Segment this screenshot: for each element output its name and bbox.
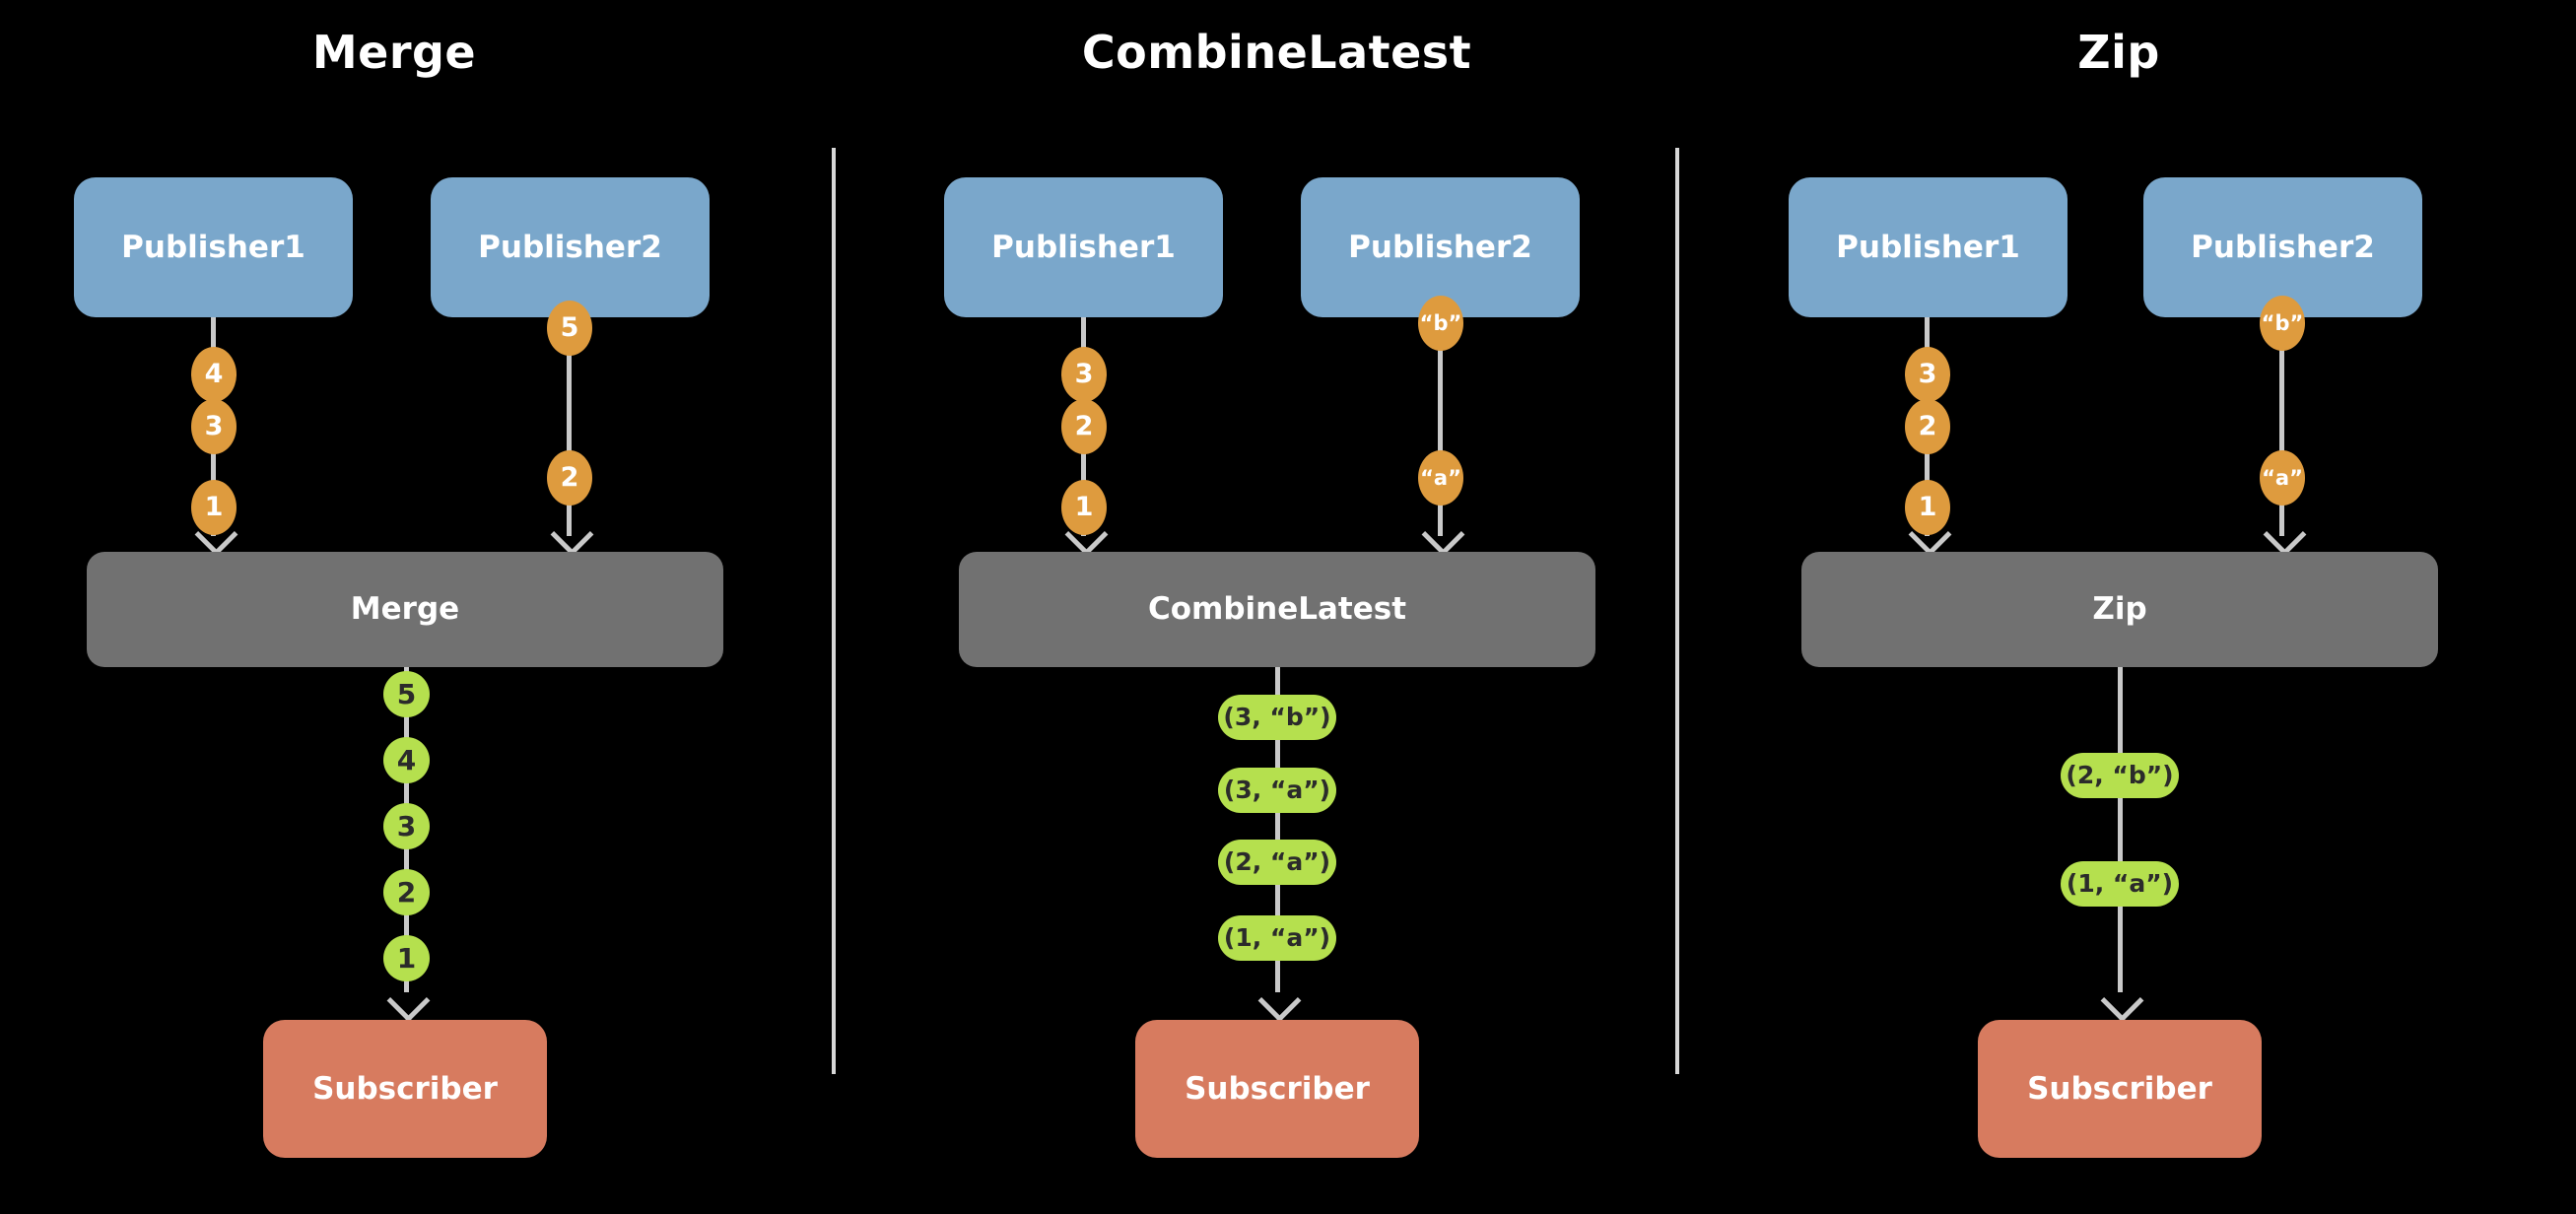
- stream-line: [567, 317, 572, 536]
- publisher2-box: Publisher2: [1301, 177, 1580, 317]
- event-token: 1: [191, 480, 237, 535]
- event-token: 2: [1061, 399, 1107, 454]
- subscriber-box: Subscriber: [1135, 1020, 1419, 1158]
- operator-box: Merge: [87, 552, 723, 667]
- arrowhead-icon: [550, 512, 594, 557]
- panel-title: Merge: [311, 26, 477, 79]
- arrowhead-icon: [2263, 512, 2307, 557]
- panel-title: CombineLatest: [1081, 26, 1472, 79]
- event-token: “a”: [2260, 450, 2305, 506]
- output-token: (2, “a”): [1218, 840, 1336, 885]
- arrowhead-icon: [2100, 978, 2144, 1023]
- event-token: 4: [191, 347, 237, 402]
- output-token: 4: [383, 737, 430, 783]
- event-token: “b”: [1418, 296, 1463, 351]
- event-token: 2: [1905, 399, 1950, 454]
- output-token: (1, “a”): [2061, 861, 2179, 907]
- panel-divider: [832, 148, 836, 1074]
- publisher2-box: Publisher2: [2143, 177, 2422, 317]
- arrowhead-icon: [1257, 978, 1302, 1023]
- output-token: (3, “b”): [1218, 695, 1336, 740]
- arrowhead-icon: [386, 978, 431, 1023]
- event-token: 3: [1061, 347, 1107, 402]
- publisher2-box: Publisher2: [431, 177, 710, 317]
- event-token: 1: [1905, 480, 1950, 535]
- event-token: 2: [547, 450, 592, 506]
- stream-line: [1438, 317, 1443, 536]
- event-token: “a”: [1418, 450, 1463, 506]
- output-token: (3, “a”): [1218, 768, 1336, 813]
- subscriber-box: Subscriber: [263, 1020, 547, 1158]
- stream-line: [2279, 317, 2284, 536]
- publisher1-box: Publisher1: [74, 177, 353, 317]
- publisher1-box: Publisher1: [1789, 177, 2068, 317]
- event-token: 1: [1061, 480, 1107, 535]
- output-token: (2, “b”): [2061, 753, 2179, 798]
- publisher1-box: Publisher1: [944, 177, 1223, 317]
- event-token: 3: [1905, 347, 1950, 402]
- panel-divider: [1675, 148, 1679, 1074]
- event-token: 3: [191, 399, 237, 454]
- operator-box: CombineLatest: [959, 552, 1595, 667]
- arrowhead-icon: [1421, 512, 1465, 557]
- output-token: 5: [383, 671, 430, 717]
- output-line: [1275, 667, 1280, 992]
- output-token: 1: [383, 935, 430, 981]
- operator-box: Zip: [1801, 552, 2438, 667]
- event-token: “b”: [2260, 296, 2305, 351]
- panel-title: Zip: [2077, 26, 2160, 79]
- subscriber-box: Subscriber: [1978, 1020, 2262, 1158]
- output-token: 3: [383, 803, 430, 849]
- output-line: [2118, 667, 2123, 992]
- output-token: 2: [383, 869, 430, 915]
- event-token: 5: [547, 301, 592, 356]
- output-token: (1, “a”): [1218, 915, 1336, 961]
